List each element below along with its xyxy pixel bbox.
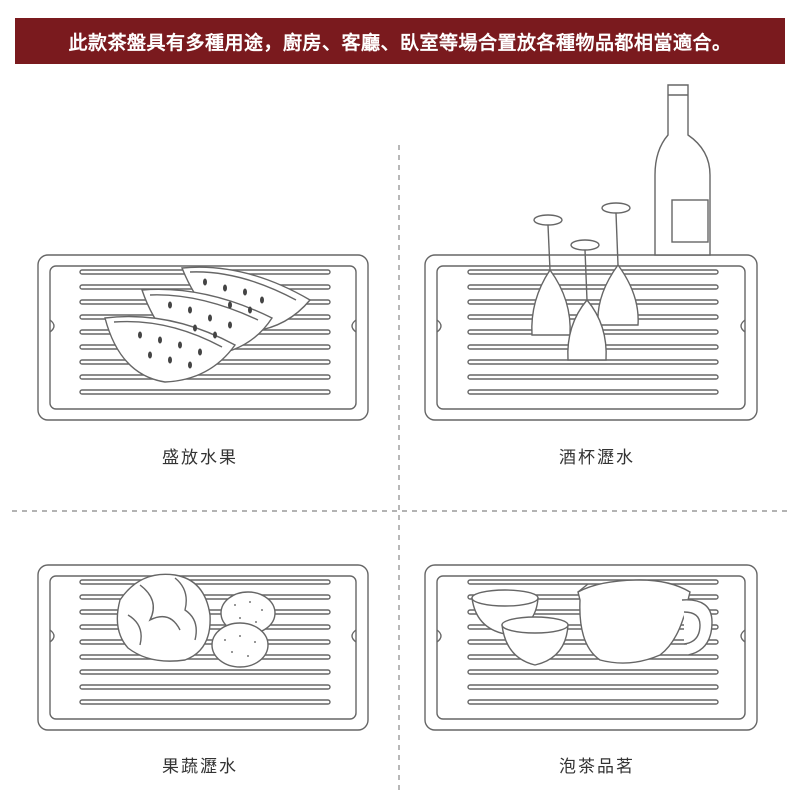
caption-wine-glass-draining: 酒杯瀝水 — [559, 448, 635, 468]
watermelon-icon — [104, 266, 312, 383]
tea-cup-icon — [471, 589, 569, 666]
watermelon-seeds-icon — [138, 278, 264, 369]
wine-bottle-icon — [654, 84, 711, 256]
caption-produce-draining: 果蔬瀝水 — [162, 757, 238, 777]
lemon-dots-icon — [224, 601, 263, 657]
caption-fruit-serving: 盛放水果 — [162, 448, 238, 468]
cabbage-icon — [116, 573, 211, 662]
banner-text: 此款茶盤具有多種用途，廚房、客廳、臥室等場合置放各種物品都相當適合。 — [68, 31, 732, 54]
description-banner: 此款茶盤具有多種用途，廚房、客廳、臥室等場合置放各種物品都相當適合。 — [15, 18, 785, 64]
wine-glass-icon — [531, 202, 639, 361]
tea-pitcher-icon — [577, 579, 713, 664]
caption-tea-brewing: 泡茶品茗 — [559, 757, 635, 777]
lemon-icon — [211, 591, 276, 668]
